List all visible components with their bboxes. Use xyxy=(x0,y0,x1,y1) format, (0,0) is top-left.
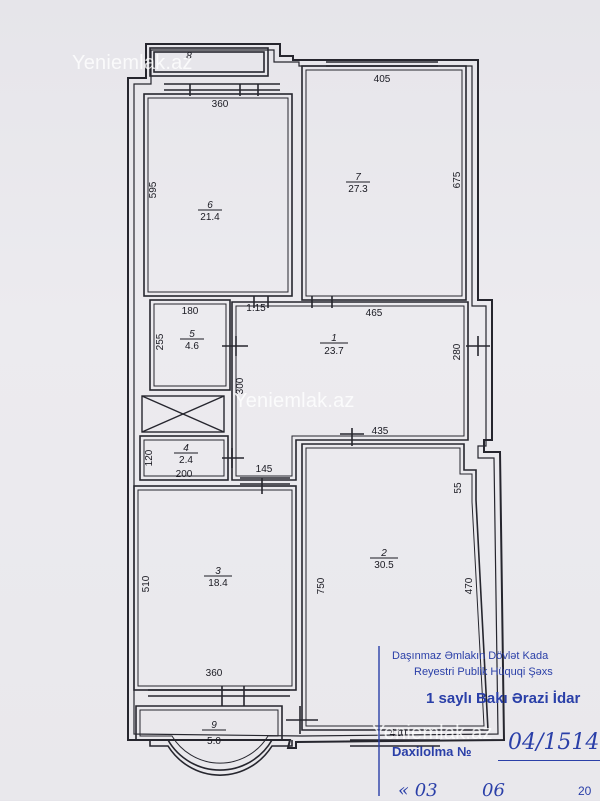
stamp-line-1: Daşınmaz Əmlakın Dövlət Kada xyxy=(392,650,549,662)
room-9-area: 5.0 xyxy=(207,736,221,747)
stamp-line-3: 1 saylı Bakı Ərazi İdar xyxy=(426,690,581,707)
room-3-number: 3 xyxy=(215,566,221,577)
dim-r3-top: 145 xyxy=(256,464,273,475)
room-5-number: 5 xyxy=(189,329,195,340)
dim-r7-right: 675 xyxy=(452,171,463,188)
stamp-line-4: Daxilolma № xyxy=(392,744,472,759)
room-6-area: 21.4 xyxy=(200,212,220,223)
dimension-labels: 360 595 405 675 180 255 1.15 465 300 280… xyxy=(141,74,475,739)
room-9-number: 9 xyxy=(211,720,217,731)
room-6-walls xyxy=(143,93,293,297)
dim-r2-bottom: 410 xyxy=(390,728,407,739)
stamp-underline xyxy=(498,760,600,761)
room-1-area: 23.7 xyxy=(324,346,344,357)
room-4-walls xyxy=(139,435,244,481)
dim-r5-left: 255 xyxy=(155,333,166,350)
dim-hall-top-a: 1.15 xyxy=(246,303,266,314)
room-4-number: 4 xyxy=(183,443,189,454)
room-7-walls xyxy=(301,61,467,301)
dim-r2-top-right: 55 xyxy=(453,482,464,494)
watermark-middle: Yeniemlak.az xyxy=(234,390,355,412)
dim-hall-left: 300 xyxy=(235,377,246,394)
room-8-number: 8 xyxy=(186,51,192,62)
dim-hall-right: 280 xyxy=(452,343,463,360)
watermark-top: Yeniemlak.az xyxy=(72,52,193,74)
dim-r3-bottom: 360 xyxy=(206,668,223,679)
dim-r7-top: 405 xyxy=(374,74,391,85)
room-8-walls xyxy=(149,47,280,96)
room-4-area: 2.4 xyxy=(179,455,193,466)
stamp-date-month: 06 xyxy=(482,780,505,801)
room-7-number: 7 xyxy=(355,172,361,183)
ventilation-shaft xyxy=(141,395,225,433)
room-1-walls xyxy=(231,296,490,481)
dim-r2-right: 470 xyxy=(464,577,475,594)
room-7-area: 27.3 xyxy=(348,184,368,195)
dim-r6-left: 595 xyxy=(148,181,159,198)
stamp-date-year: 20 xyxy=(578,784,592,798)
room-3-area: 18.4 xyxy=(208,578,228,589)
dim-r5-top: 180 xyxy=(182,306,199,317)
room-9-walls xyxy=(135,705,293,776)
room-labels: 8 6 21.4 7 27.3 5 4.6 1 23.7 4 2.4 3 18.… xyxy=(174,51,398,747)
room-1-number: 1 xyxy=(331,333,337,344)
room-2-walls xyxy=(286,443,489,747)
stamp-frame xyxy=(378,646,384,796)
dim-hall-top-b: 465 xyxy=(366,308,383,319)
dim-r3-left: 510 xyxy=(141,575,152,592)
stamp-date-day: « 03 xyxy=(398,780,438,801)
watermark-bottom: Yeniemlak.az xyxy=(372,722,493,744)
room-3-walls xyxy=(133,477,297,706)
dim-r6-top: 360 xyxy=(212,99,229,110)
dim-hall-bottom: 435 xyxy=(372,426,389,437)
room-2-area: 30.5 xyxy=(374,560,394,571)
room-5-area: 4.6 xyxy=(185,341,199,352)
stamp-line-2: Reyestri Publik Hüquqi Şəxs xyxy=(414,666,553,678)
dim-r4-bottom: 200 xyxy=(176,469,193,480)
stamp-registration-number: 04/1514 xyxy=(508,730,600,755)
dim-r4-left: 120 xyxy=(144,449,155,466)
dim-r2-left: 750 xyxy=(316,577,327,594)
room-2-number: 2 xyxy=(380,548,387,559)
room-6-number: 6 xyxy=(207,200,213,211)
